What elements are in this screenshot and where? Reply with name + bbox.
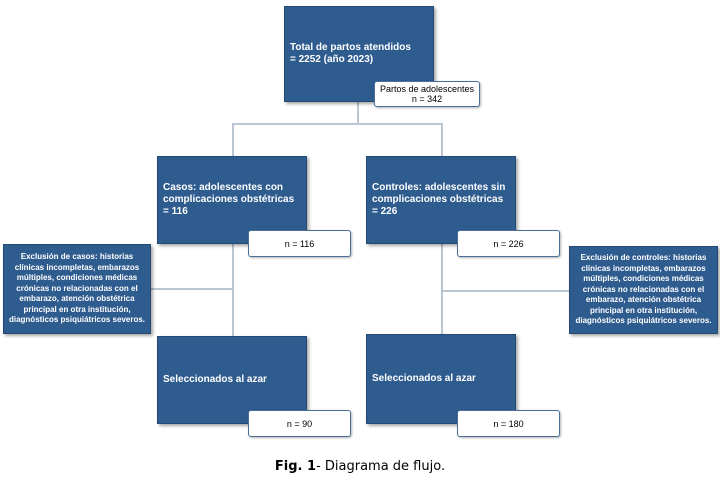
total-births-label: Total de partos atendidos = 2252 (año 20…	[290, 42, 411, 65]
cases-exclusion-text: Exclusión de casos: historias clínicas i…	[8, 252, 146, 325]
controls-selected-count-box: n = 180	[457, 410, 560, 437]
cases-selected-count: n = 90	[286, 418, 313, 429]
connector-cases-exclusion	[150, 288, 233, 290]
cases-exclusion-box: Exclusión de casos: historias clínicas i…	[3, 244, 151, 334]
controls-count-box: n = 226	[457, 230, 560, 257]
figure-caption-text: - Diagrama de flujo.	[316, 459, 446, 474]
controls-selected-box: Seleccionados al azar	[366, 334, 516, 424]
cases-selected-label: Seleccionados al azar	[163, 374, 267, 385]
connector-controls-exclusion	[442, 290, 570, 292]
controls-exclusion-text: Exclusión de controles: historias clínic…	[575, 253, 712, 326]
controls-box: Controles: adolescentes sin complicacion…	[366, 156, 516, 244]
controls-exclusion-box: Exclusión de controles: historias clínic…	[569, 246, 718, 334]
controls-label: Controles: adolescentes sin complicacion…	[372, 182, 506, 217]
cases-selected-count-box: n = 90	[248, 410, 351, 437]
connector-cases-vertical	[232, 244, 234, 336]
controls-selected-count: n = 180	[493, 418, 524, 429]
adolescent-births-box: Partos de adolescentes n = 342	[374, 81, 480, 107]
figure-label: Fig. 1	[274, 459, 317, 474]
cases-count-box: n = 116	[248, 230, 351, 257]
cases-selected-box: Seleccionados al azar	[157, 336, 307, 424]
cases-box: Casos: adolescentes con complicaciones o…	[157, 156, 307, 244]
connector-top-vertical	[357, 102, 359, 124]
controls-selected-label: Seleccionados al azar	[372, 373, 476, 384]
controls-count: n = 226	[493, 238, 524, 249]
figure-caption: Fig. 1- Diagrama de flujo.	[0, 459, 720, 474]
connector-controls-vertical-top	[441, 123, 443, 156]
adolescent-births-label: Partos de adolescentes n = 342	[379, 84, 475, 104]
cases-count: n = 116	[284, 238, 315, 249]
cases-label: Casos: adolescentes con complicaciones o…	[163, 182, 295, 217]
connector-cases-vertical-top	[232, 123, 234, 156]
connector-branch-horizontal	[232, 123, 442, 125]
